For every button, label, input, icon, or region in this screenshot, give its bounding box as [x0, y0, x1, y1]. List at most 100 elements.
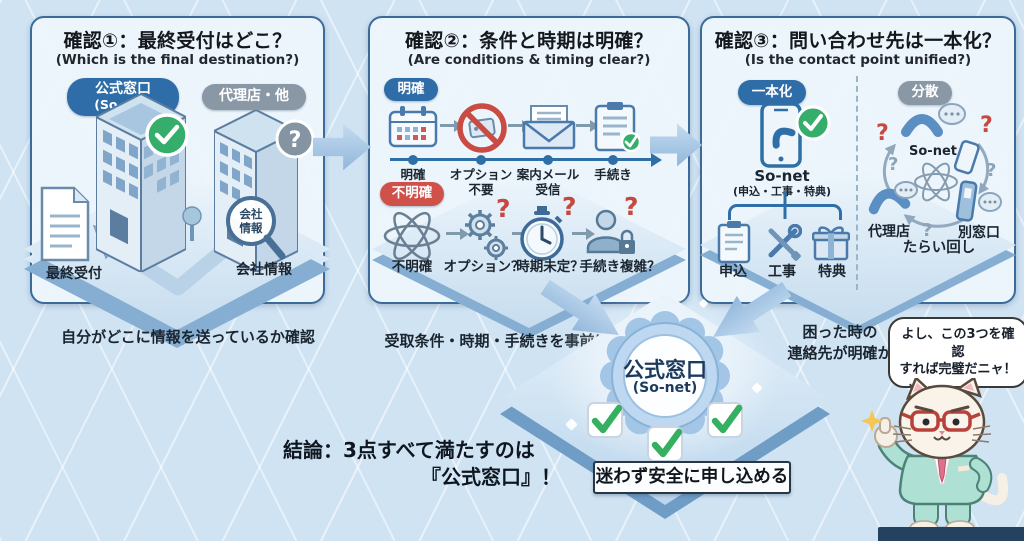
scatter-agency-label: 代理店 — [868, 224, 910, 240]
tangle-knot-icon — [383, 211, 441, 261]
smartphone-icon — [760, 102, 802, 168]
apply-label: 申込 — [719, 264, 747, 280]
apply-clipboard-icon — [717, 221, 751, 264]
question-mark-red: ? — [980, 113, 993, 138]
gears-icon — [465, 210, 508, 260]
unclear-step-label: 手続き複雑？ — [579, 259, 661, 275]
panel3-subtitle: (Is the contact point unified?) — [744, 52, 972, 68]
cat-speech-line2: すれば完璧だニャ！ — [899, 362, 1017, 378]
question-mark-gray: ? — [986, 160, 996, 181]
timeline-dot — [608, 154, 618, 165]
mail-icon — [522, 105, 576, 150]
panel-check3: 確認③：問い合わせ先は一本化？ (Is the contact point un… — [700, 16, 1016, 334]
step-arrow-icon — [440, 119, 463, 132]
scattered-contacts-illustration: ? ? ? ? ? — [868, 103, 1002, 241]
official-window-pill-line1: 公式窓口 — [95, 81, 151, 98]
ribbon-banner: 迷わず安全に申し込める — [593, 461, 791, 494]
question-mark-gray: ? — [888, 154, 898, 175]
sonet-label: So-net — [754, 167, 810, 185]
magnifier-text-line2: 情報 — [239, 221, 263, 235]
magnifier-icon: 会社 情報 — [226, 196, 286, 260]
floor-shadow — [878, 527, 1024, 541]
runaround-label: たらい回し — [902, 240, 976, 256]
panel1-title: 確認①：最終受付はどこ？ — [63, 30, 292, 52]
timeline-dot — [408, 154, 418, 165]
checkbox-checked-icon — [707, 402, 743, 438]
panel2-subtitle: (Are conditions & timing clear?) — [407, 52, 651, 68]
agency-pill-label: 代理店・他 — [219, 88, 289, 105]
clear-step-line2: 受信 — [535, 181, 561, 197]
bracket-mid — [783, 205, 787, 219]
tilted-phone-icon — [953, 140, 980, 175]
scatter-other-window-label: 別窓口 — [958, 225, 1000, 241]
timeline-dot — [476, 154, 486, 165]
construction-label: 工事 — [768, 264, 796, 280]
person-lock-icon — [586, 209, 635, 254]
clear-step-line1: オプション — [449, 167, 513, 182]
unclear-step-label: オプション？ — [443, 259, 525, 275]
question-circle-glyph: ? — [289, 128, 302, 153]
gold-sparkle-icon — [861, 410, 883, 432]
clear-pill-label: 明確 — [397, 80, 425, 97]
bracket-connector — [728, 191, 842, 220]
question-mark-red: ? — [876, 121, 889, 146]
no-option-icon — [457, 103, 507, 153]
intercom-icon — [955, 180, 978, 222]
panel1-caption: 自分がどこに情報を送っているか確認 — [61, 328, 315, 346]
panel2-title: 確認②：条件と時期は明確？ — [405, 30, 653, 52]
clear-step-label: 手続き — [571, 167, 655, 183]
cat-speech-bubble: よし、この3つを確認 すれば完璧だニャ！ — [888, 317, 1024, 388]
company-info-label: 会社情報 — [236, 262, 292, 278]
question-mark-red: ? — [496, 194, 511, 223]
sonet-sub-label: (申込・工事・特典) — [732, 185, 832, 198]
scattered-pill-label: 分散 — [911, 84, 939, 101]
final-destination-label: 最終受付 — [46, 266, 102, 282]
panel3-caption-line2: 連絡先が明確か — [787, 344, 893, 362]
question-circle-icon: ? — [275, 119, 315, 159]
handset-icon — [901, 114, 943, 137]
unified-pill-label: 一本化 — [751, 83, 793, 100]
step-arrow-icon — [576, 119, 599, 132]
step-arrow-icon — [446, 227, 469, 240]
question-mark-red: ? — [624, 192, 639, 221]
question-mark-red: ? — [562, 192, 577, 221]
step-arrow-icon — [572, 227, 595, 240]
document-icon — [40, 186, 90, 262]
badge-subtitle: (So-net) — [632, 380, 698, 396]
panel3-title: 確認③：問い合わせ先は一本化？ — [714, 30, 1002, 52]
stopwatch-icon — [520, 206, 564, 261]
clipboard-check-icon — [594, 102, 640, 152]
clear-step-label: 明確 — [371, 167, 455, 183]
tree-icon — [182, 206, 202, 241]
scatter-sonet-label: So-net — [909, 144, 957, 159]
panel3-caption-line1: 困った時の — [802, 323, 878, 341]
scattered-pill: 分散 — [898, 81, 952, 105]
panel1-subtitle: (Which is the final destination?) — [55, 52, 300, 68]
clear-step-line1: 明確 — [400, 167, 426, 182]
unclear-pill-label: 不明確 — [391, 185, 433, 202]
checkbox-checked-icon — [647, 426, 683, 462]
calendar-icon — [388, 106, 438, 148]
unclear-step-label: 不明確 — [391, 259, 433, 275]
magnifier-text-line1: 会社 — [239, 207, 263, 221]
badge-title: 公式窓口 — [623, 358, 707, 382]
benefit-label: 特典 — [818, 264, 846, 280]
panel-check2: 確認②：条件と時期は明確？ (Are conditions & timing c… — [368, 16, 690, 338]
unclear-pill: 不明確 — [380, 182, 444, 206]
timeline-dot — [543, 154, 553, 165]
check-circle-icon — [145, 113, 189, 157]
panel-check1: 確認①：最終受付はどこ？ (Which is the final destina… — [24, 16, 330, 348]
conclusion-text: 結論：3点すべて満たすのは 『公式窓口』！ — [283, 437, 561, 491]
clear-pill: 明確 — [384, 78, 438, 101]
gift-icon — [812, 226, 850, 261]
conclusion-line2: 『公式窓口』！ — [421, 465, 561, 489]
tools-icon — [768, 224, 802, 261]
agency-pill: 代理店・他 — [202, 84, 306, 110]
handset-icon — [868, 188, 911, 215]
clear-step-label: オプション 不要 — [439, 167, 523, 198]
clear-step-label: 案内メール 受信 — [506, 167, 590, 198]
panel3-divider — [856, 76, 858, 290]
clear-step-line1: 手続き — [594, 167, 632, 182]
clear-step-line1: 案内メール — [516, 167, 580, 182]
